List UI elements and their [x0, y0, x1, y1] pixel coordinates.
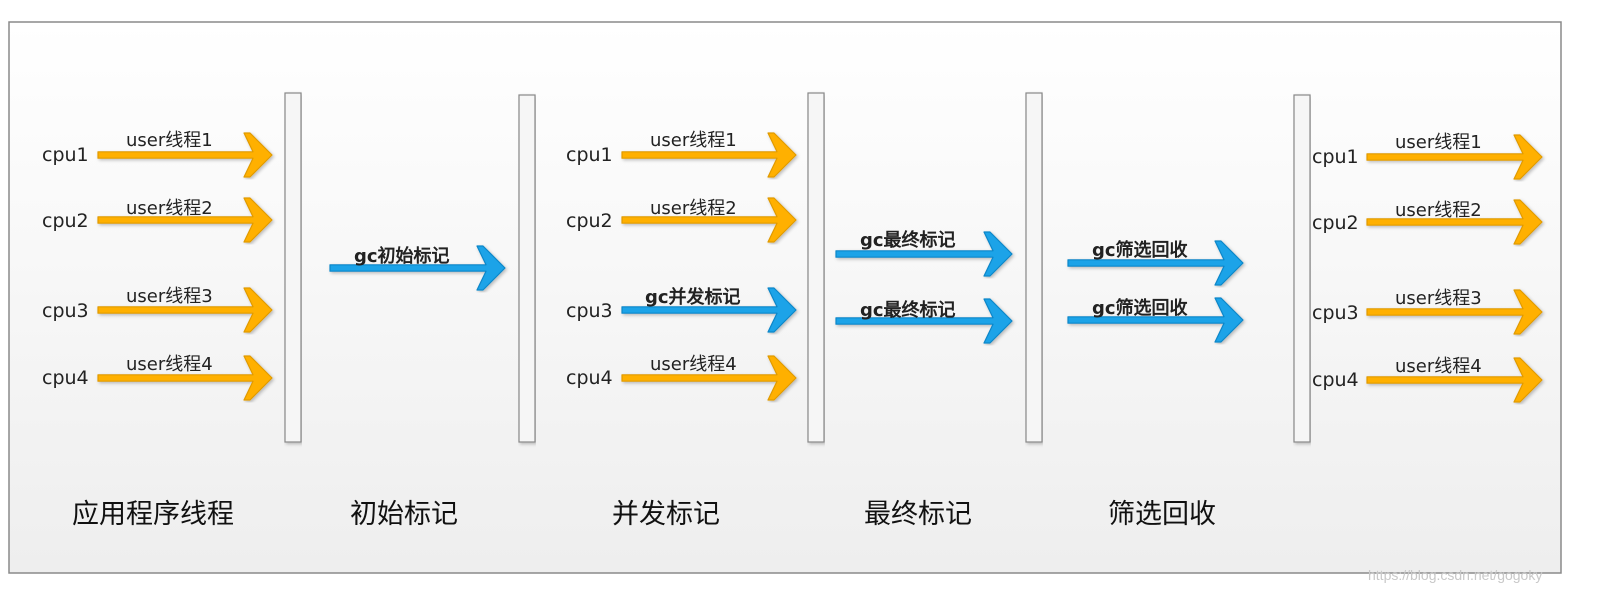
column-resumed-threads: cpu1 cpu2 cpu3 cpu4 user线程1 user线程2 user…	[1312, 132, 1482, 391]
phase-labels: 应用程序线程 初始标记 并发标记 最终标记 筛选回收	[72, 499, 1216, 530]
phase-label-application-threads: 应用程序线程	[72, 499, 234, 530]
gc-arrow-cleanup-1	[1067, 240, 1244, 286]
thread-arrow-col6-2	[1366, 199, 1543, 245]
cpu-label-col6-4: cpu4	[1312, 369, 1359, 391]
thread-arrow-col3-2	[621, 197, 797, 243]
barrier-3	[807, 92, 825, 443]
gc-cleanup-label-2: gc筛选回收	[1092, 297, 1188, 319]
thread-label-col6-2: user线程2	[1395, 200, 1482, 221]
barrier-2	[518, 94, 536, 443]
thread-label-col3-2: user线程2	[650, 198, 737, 219]
barrier-4	[1025, 92, 1043, 443]
cpu-label-col6-2: cpu2	[1312, 212, 1359, 234]
barrier-5	[1293, 94, 1311, 443]
phase-label-concurrent-mark: 并发标记	[612, 499, 720, 530]
gc-arrow-final-mark-1	[835, 231, 1013, 277]
thread-arrow-col6-3	[1366, 289, 1543, 335]
gc-arrow-final-mark-2	[835, 298, 1013, 344]
phase-label-cleanup: 筛选回收	[1108, 499, 1216, 530]
barrier-1	[284, 92, 302, 443]
cpu-label-col1-4: cpu4	[42, 367, 89, 389]
thread-label-col1-3: user线程3	[126, 286, 213, 307]
thread-arrow-col1-3	[97, 287, 273, 333]
gc-concurrent-mark-label: gc并发标记	[645, 286, 741, 308]
column-initial-mark: gc初始标记	[354, 245, 450, 267]
cpu-label-col1-3: cpu3	[42, 300, 89, 322]
thread-label-col1-2: user线程2	[126, 198, 213, 219]
cpu-label-col3-1: cpu1	[566, 144, 613, 166]
column-concurrent-mark: cpu1 cpu2 cpu3 cpu4 user线程1 user线程2 gc并发…	[566, 130, 741, 389]
cpu-label-col3-3: cpu3	[566, 300, 613, 322]
thread-arrow-col3-4	[621, 355, 797, 401]
cpu-label-col3-4: cpu4	[566, 367, 613, 389]
column-cleanup: gc筛选回收 gc筛选回收	[1092, 239, 1188, 319]
gc-arrow-cleanup-2	[1067, 297, 1244, 343]
thread-label-col3-1: user线程1	[650, 130, 737, 151]
column-application-threads: cpu1 cpu2 cpu3 cpu4 user线程1 user线程2 user…	[42, 130, 213, 389]
thread-label-col1-4: user线程4	[126, 354, 213, 375]
gc-initial-mark-label: gc初始标记	[354, 245, 450, 267]
gc-cleanup-label-1: gc筛选回收	[1092, 239, 1188, 261]
cpu-label-col6-1: cpu1	[1312, 146, 1359, 168]
cpu-label-col1-2: cpu2	[42, 210, 89, 232]
gc-final-mark-label-2: gc最终标记	[860, 299, 956, 321]
thread-label-col1-1: user线程1	[126, 130, 213, 151]
phase-label-initial-mark: 初始标记	[350, 499, 458, 530]
thread-label-col6-4: user线程4	[1395, 356, 1482, 377]
thread-label-col6-3: user线程3	[1395, 288, 1482, 309]
arrows-layer	[97, 132, 1543, 403]
phase-label-final-mark: 最终标记	[864, 499, 972, 530]
column-final-mark: gc最终标记 gc最终标记	[860, 229, 956, 321]
thread-arrow-col1-4	[97, 355, 273, 401]
gc-arrow-concurrent-mark	[621, 287, 797, 333]
diagram-frame	[8, 21, 1562, 574]
thread-label-col3-4: user线程4	[650, 354, 737, 375]
thread-arrow-col3-1	[621, 132, 797, 178]
cpu-label-col1-1: cpu1	[42, 144, 89, 166]
gc-arrow-initial-mark	[329, 245, 506, 291]
thread-arrow-col6-4	[1366, 357, 1543, 403]
thread-arrow-col1-2	[97, 197, 273, 243]
cpu-label-col6-3: cpu3	[1312, 302, 1359, 324]
thread-arrow-col1-1	[97, 132, 273, 178]
watermark: https://blog.csdn.net/gogoky	[1368, 567, 1542, 583]
thread-label-col6-1: user线程1	[1395, 132, 1482, 153]
thread-arrow-col6-1	[1366, 134, 1543, 180]
safepoint-barriers	[284, 92, 1311, 443]
cpu-label-col3-2: cpu2	[566, 210, 613, 232]
gc-final-mark-label-1: gc最终标记	[860, 229, 956, 251]
